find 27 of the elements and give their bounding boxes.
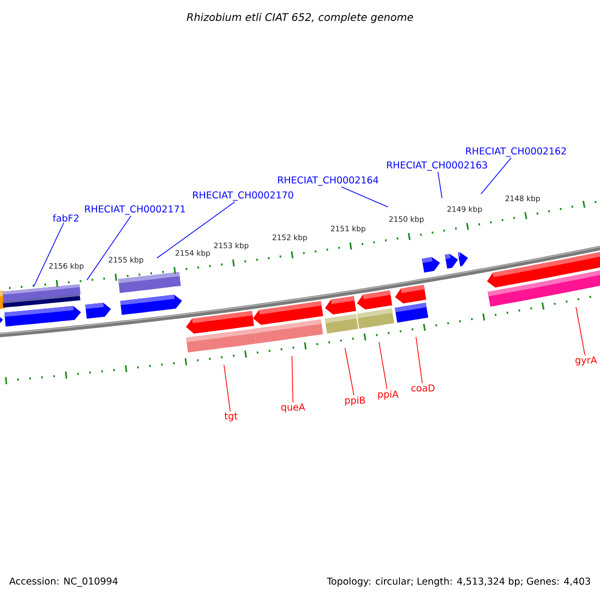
gene-label: RHECIAT_CH0002170 <box>193 191 294 201</box>
title: Rhizobium etli CIAT 652, complete genome <box>186 12 413 24</box>
leader-line <box>224 364 231 412</box>
gene-label: RHECIAT_CH0002171 <box>85 205 185 215</box>
leader-line <box>438 171 442 198</box>
leader-line <box>156 201 236 258</box>
gene-label: RHECIAT_CH0002162 <box>466 147 566 157</box>
leader-line <box>292 356 294 403</box>
gene-label: RHECIAT_CH0002163 <box>387 161 488 171</box>
gene-label: tgt <box>224 412 238 422</box>
leader-line <box>576 306 586 356</box>
leader-line <box>86 215 132 280</box>
leader-line <box>416 336 423 384</box>
leader-line <box>480 157 512 194</box>
leader-line <box>344 348 354 396</box>
leader-line <box>378 342 388 390</box>
gene-label: coaD <box>411 384 435 392</box>
leader-line <box>34 222 64 286</box>
genome-info-label: Topology: circular; Length: 4,513,324 bp; Genes: 4,403 <box>326 577 590 587</box>
gene-label: fabF2 <box>52 214 78 222</box>
gene-label: queA <box>281 404 306 412</box>
gene-label: RHECIAT_CH0002164 <box>278 176 378 186</box>
leader-line <box>341 186 388 208</box>
gene-label: ppiB <box>345 396 365 406</box>
gene-label: gyrA <box>576 356 597 366</box>
gene-label: ppiA <box>378 390 399 400</box>
accession-label: Accession: NC_010994 <box>9 577 118 587</box>
